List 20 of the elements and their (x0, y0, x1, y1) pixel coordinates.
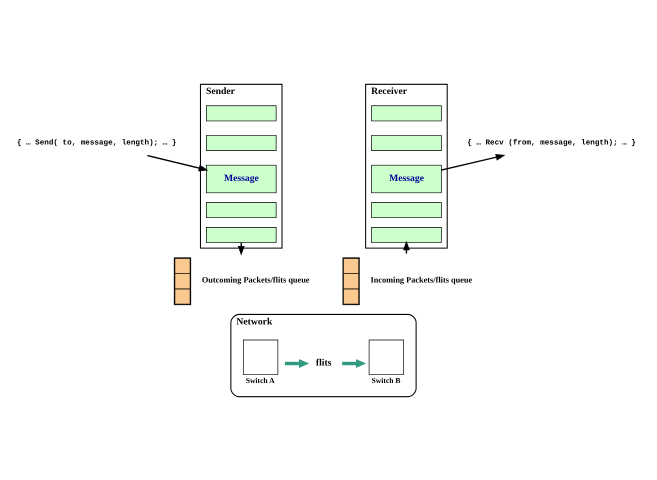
node-box (206, 202, 276, 218)
node-box (206, 134, 276, 150)
node-label: Switch A (246, 375, 275, 384)
arrow (238, 242, 245, 256)
node-box (371, 202, 442, 218)
node-box (368, 339, 404, 374)
arrow (284, 358, 310, 368)
node-box (206, 226, 276, 242)
arrow (342, 358, 366, 368)
node-box (206, 104, 276, 121)
node-box (371, 226, 442, 242)
node-box (371, 134, 442, 150)
node-label: Switch B (372, 375, 400, 384)
node-box (242, 339, 278, 374)
arrow (441, 153, 506, 170)
node-box: Message (206, 164, 276, 193)
node-box: Message (371, 164, 442, 193)
node-text: flits (316, 356, 332, 368)
node-box (371, 104, 442, 121)
arrow (147, 154, 208, 171)
